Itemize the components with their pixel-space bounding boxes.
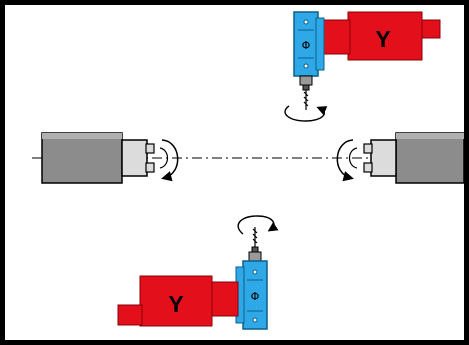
top-motor-body xyxy=(347,11,423,61)
bottom-tool-holder xyxy=(248,251,262,262)
top-tool-holder xyxy=(299,75,313,86)
top-y-spindle-unit: Y Φ xyxy=(284,11,441,122)
right-rotation-arrow-icon xyxy=(336,139,354,182)
right-sub-spindle xyxy=(336,132,465,184)
top-drill-bit-icon xyxy=(303,90,309,110)
right-chuck-body xyxy=(370,139,397,177)
right-spindle-housing xyxy=(395,132,465,184)
bottom-motor-body xyxy=(139,275,213,327)
top-phi-symbol-icon: Φ xyxy=(302,39,311,52)
top-motor-end-cap xyxy=(419,19,441,39)
bottom-motor-end-cap xyxy=(117,304,143,326)
bottom-rotation-arrow-icon xyxy=(237,215,279,235)
top-rotation-arrow-icon xyxy=(284,105,328,122)
bottom-motor-neck xyxy=(209,281,239,317)
bottom-drill-bit-icon xyxy=(252,227,258,247)
left-chuck-body xyxy=(121,139,148,177)
right-chuck-jaw-top xyxy=(363,143,373,154)
left-main-spindle xyxy=(41,132,179,184)
bottom-phi-symbol-icon: Φ xyxy=(251,290,260,303)
top-motor-neck xyxy=(321,19,351,55)
bottom-y-spindle-unit: Φ Y xyxy=(117,215,279,330)
left-rotation-arrow-icon xyxy=(161,139,179,182)
left-spindle-housing xyxy=(41,132,123,184)
bottom-spindle-label: Y xyxy=(168,291,183,317)
right-chuck-jaw-bottom xyxy=(363,162,373,173)
left-chuck-jaw-top xyxy=(145,143,155,154)
left-chuck-jaw-bottom xyxy=(145,162,155,173)
top-spindle-label: Y xyxy=(375,26,390,52)
